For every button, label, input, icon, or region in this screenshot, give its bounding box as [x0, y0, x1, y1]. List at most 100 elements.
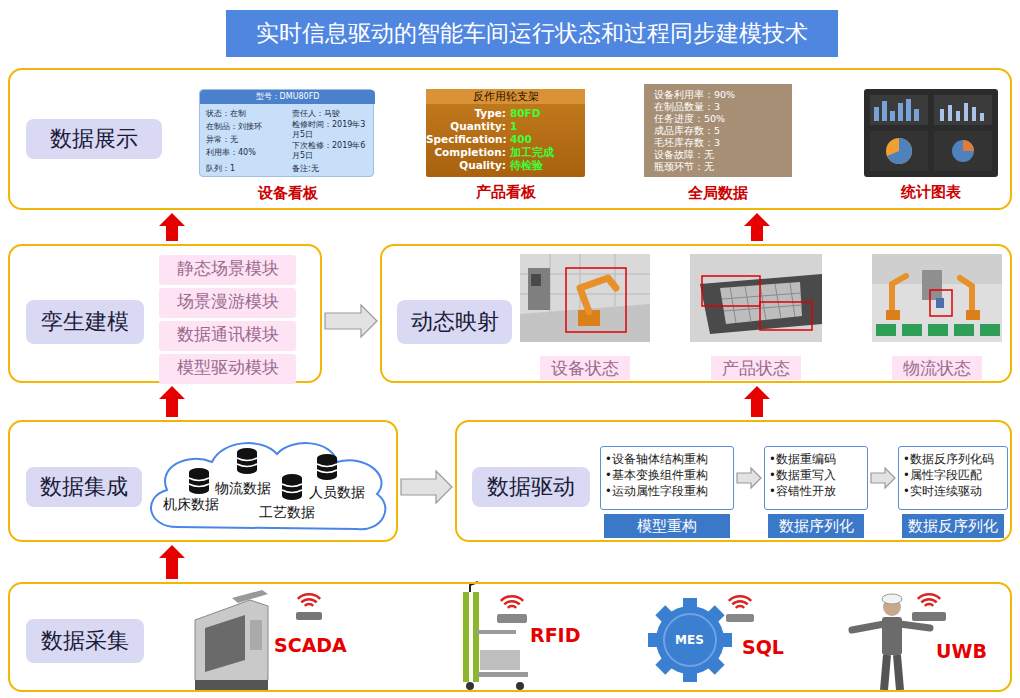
- text-slot: 队列：1: [206, 164, 288, 174]
- text-slot: 异常：无: [206, 135, 288, 145]
- text-slot: 设备故障：无: [654, 149, 788, 161]
- board-field: 瓶颈环节：无: [654, 161, 788, 173]
- device-label: SCADA: [274, 634, 347, 656]
- text-slot: 数据反序列化: [902, 514, 1004, 538]
- state-view: 物流状态: [872, 254, 1002, 342]
- text-slot: •容错性开放: [769, 484, 865, 499]
- g-shape: [317, 454, 337, 480]
- layer-heading: 数据采集: [26, 619, 144, 663]
- path-shape: [918, 594, 940, 606]
- worker-icon: [852, 594, 930, 690]
- board-field: 任务进度：50%: [654, 113, 788, 125]
- transfer-arrow: [401, 471, 452, 503]
- polygon-shape: [195, 600, 268, 690]
- text-slot: •基本变换组件重构: [605, 468, 731, 483]
- svg-shape: [864, 89, 998, 177]
- text-slot: 设备看板: [190, 184, 385, 202]
- rect-shape: [980, 113, 984, 121]
- data-label: 物流数据: [215, 480, 275, 496]
- layer-heading: 数据展示: [26, 119, 162, 159]
- rect-shape: [870, 95, 928, 125]
- wifi-router-icon: [497, 596, 527, 623]
- data-label: 工艺数据: [259, 504, 319, 520]
- chart-board: 统计图表: [864, 89, 998, 177]
- rect-shape: [531, 274, 541, 286]
- text-slot: 数据通讯模块: [159, 321, 296, 347]
- rect-shape: [882, 617, 902, 655]
- rect-shape: [954, 324, 974, 336]
- state-caption: 物流状态: [892, 356, 982, 380]
- text-slot: •运动属性字段重构: [605, 484, 731, 499]
- text-slot: 责任人：马骏: [292, 109, 372, 119]
- wifi-router-icon: [296, 594, 322, 620]
- module-label: 模型驱动模块: [159, 354, 296, 380]
- system-label: MES: [675, 633, 704, 647]
- text-slot: 400: [510, 133, 583, 146]
- group-label: 数据序列化: [768, 514, 864, 538]
- process-group: •设备轴体结构重构•基本变换组件重构•运动属性字段重构模型重构: [600, 446, 734, 540]
- transfer-arrow: [325, 305, 377, 337]
- text-slot: SQL: [742, 636, 784, 658]
- board-field: 成品库存数：5: [654, 125, 788, 137]
- process-group: •数据反序列化码•属性字段匹配•实时连续驱动数据反序列化: [898, 446, 1008, 540]
- module-label: 静态场景模块: [159, 255, 296, 281]
- rect-shape: [934, 131, 992, 171]
- layer-band: 动态映射设备状态产品状态物流状态: [380, 244, 1012, 383]
- text-slot: 模型驱动模块: [159, 354, 296, 380]
- ellipse-shape: [282, 474, 302, 482]
- polygon-shape: [700, 274, 822, 334]
- ellipse-shape: [317, 454, 337, 462]
- field-value: 80FD: [510, 107, 583, 120]
- text-slot: 数据集成: [26, 467, 142, 507]
- bullet-item: •数据重编码: [769, 452, 865, 467]
- text-slot: 动态映射: [397, 300, 512, 344]
- polygon-shape: [205, 615, 245, 672]
- text-slot: 下次检修：2019年6月5日: [292, 141, 372, 161]
- svg-shape: [520, 254, 650, 342]
- board-field: 设备故障：无: [654, 149, 788, 161]
- rect-shape: [528, 268, 550, 310]
- group-label: 模型重构: [604, 514, 730, 538]
- line-shape: [897, 655, 900, 690]
- layer-band: 数据驱动•设备轴体结构重构•基本变换组件重构•运动属性字段重构模型重构•数据重编…: [455, 420, 1012, 542]
- rect-shape: [936, 298, 944, 308]
- text-slot: UWB: [936, 640, 987, 662]
- board-caption: 设备看板: [190, 184, 385, 202]
- text-slot: Type:: [426, 107, 506, 120]
- text-slot: 设备状态: [540, 356, 630, 380]
- bullet-item: •运动属性字段重构: [605, 484, 731, 499]
- module-label: 数据通讯模块: [159, 321, 296, 347]
- state-caption: 设备状态: [540, 356, 630, 380]
- rect-shape: [940, 109, 944, 121]
- field-name: Specification:: [426, 133, 506, 146]
- flow-arrow: [159, 386, 185, 417]
- text-slot: 产品看板: [416, 183, 595, 201]
- path-shape: [963, 140, 974, 151]
- text-slot: 物流状态: [892, 356, 982, 380]
- text-slot: 型号：DMU80FD: [200, 90, 375, 104]
- group-label: 数据反序列化: [902, 514, 1004, 538]
- field-value: 待检验: [510, 159, 583, 172]
- line-shape: [884, 655, 887, 690]
- forklift-icon: [463, 582, 528, 690]
- text-slot: 数据序列化: [768, 514, 864, 538]
- state-view: 产品状态: [690, 254, 822, 342]
- text-slot: 数据展示: [26, 119, 162, 159]
- path-shape: [729, 596, 751, 608]
- board-field: 队列：1: [206, 164, 288, 174]
- rect-shape: [296, 612, 322, 620]
- rect-shape: [195, 680, 268, 690]
- board-field: 利用率：40%: [206, 148, 288, 158]
- rect-shape: [497, 614, 527, 623]
- board-title: 反作用轮支架: [426, 89, 585, 104]
- rect-shape: [966, 310, 980, 320]
- diagram-title: 实时信息驱动的智能车间运行状态和过程同步建模技术: [226, 10, 838, 57]
- text-slot: 1: [510, 120, 583, 133]
- board-field: 备注:无: [292, 164, 372, 174]
- text-slot: 瓶颈环节：无: [654, 161, 788, 173]
- device-label: RFID: [530, 624, 580, 646]
- layer-heading: 数据驱动: [472, 467, 590, 507]
- text-slot: 产品状态: [711, 356, 801, 380]
- text-slot: 在制品数量：3: [654, 101, 788, 113]
